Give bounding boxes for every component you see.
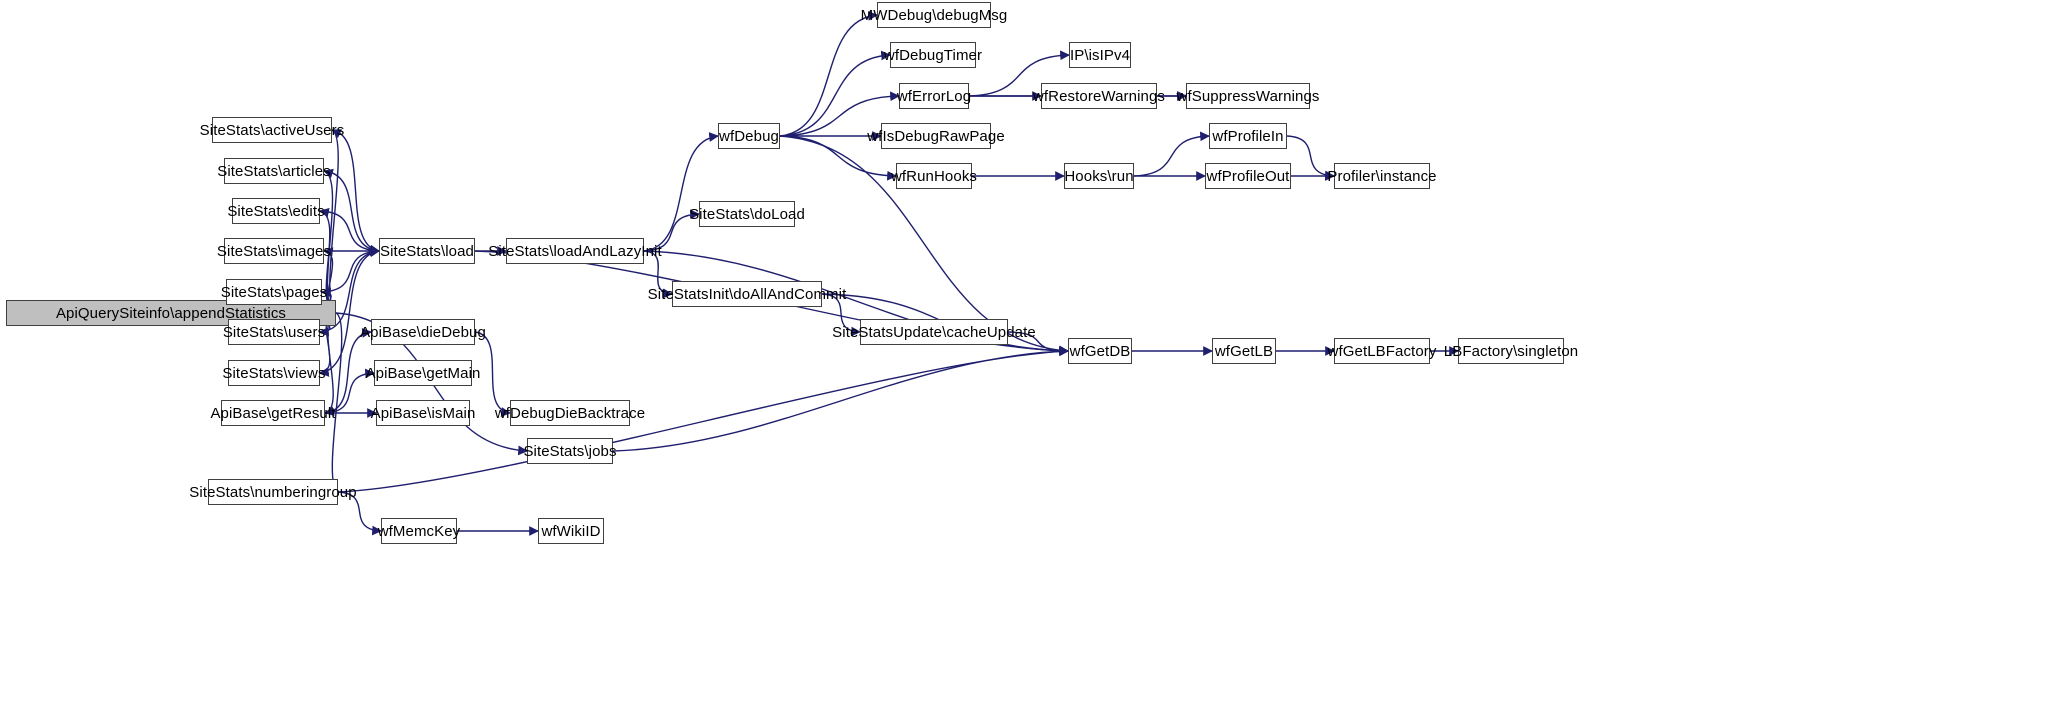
graph-node-wfGetLB[interactable]: wfGetLB [1212, 338, 1276, 364]
graph-node-wfProfileOut[interactable]: wfProfileOut [1205, 163, 1291, 189]
graph-node-doLoad[interactable]: SiteStats\doLoad [689, 201, 805, 227]
graph-node-loadAndLazyInit[interactable]: SiteStats\loadAndLazyInit [488, 238, 662, 264]
graph-node-isMain[interactable]: ApiBase\isMain [371, 400, 475, 426]
graph-node-wfGetDB[interactable]: wfGetDB [1068, 338, 1132, 364]
graph-edge-hooksRun-to-wfProfileIn [1133, 131, 1210, 177]
graph-node-wfMemcKey[interactable]: wfMemcKey [378, 518, 460, 544]
graph-node-wfSuppressWarnings[interactable]: wfSuppressWarnings [1177, 83, 1319, 109]
graph-node-wfGetLBFactory[interactable]: wfGetLBFactory [1328, 338, 1436, 364]
graph-node-views[interactable]: SiteStats\views [222, 360, 326, 386]
graph-edge-appendStatistics-to-getResult [324, 312, 337, 416]
graph-node-dieDebug[interactable]: ApiBase\dieDebug [360, 319, 486, 345]
graph-node-load[interactable]: SiteStats\load [379, 238, 475, 264]
graph-node-wfRunHooks[interactable]: wfRunHooks [891, 163, 977, 189]
graph-node-edits[interactable]: SiteStats\edits [227, 198, 325, 224]
graph-edge-wfDebug-to-debugMsg [779, 11, 878, 137]
graph-node-numberingroup[interactable]: SiteStats\numberingroup [189, 479, 357, 505]
graph-edge-wfDebug-to-wfDebugTimer [779, 50, 891, 137]
graph-node-wfWikiID[interactable]: wfWikiID [538, 518, 604, 544]
graph-edge-appendStatistics-to-activeUsers [329, 129, 343, 314]
graph-edge-activeUsers-to-load [331, 129, 380, 255]
graph-edge-loadAndLazyInit-to-wfDebug [643, 132, 719, 252]
graph-node-getResult[interactable]: ApiBase\getResult [210, 400, 335, 426]
graph-edge-appendStatistics-to-numberingroup [327, 312, 343, 493]
graph-node-debugMsg[interactable]: MWDebug\debugMsg [861, 2, 1007, 28]
graph-node-articles[interactable]: SiteStats\articles [217, 158, 331, 184]
graph-node-wfIsDebugRawPage[interactable]: wfIsDebugRawPage [867, 123, 1005, 149]
graph-node-getMain[interactable]: ApiBase\getMain [366, 360, 480, 386]
graph-node-users[interactable]: SiteStats\users [223, 319, 325, 345]
graph-edge-jobs-to-wfGetDB [612, 346, 1069, 452]
graph-edge-getResult-to-dieDebug [324, 328, 372, 414]
graph-node-hooksRun[interactable]: Hooks\run [1064, 163, 1134, 189]
graph-node-lbFactorySingleton[interactable]: LBFactory\singleton [1444, 338, 1578, 364]
graph-node-wfDebugDieBacktrace[interactable]: wfDebugDieBacktrace [495, 400, 645, 426]
graph-edge-articles-to-load [323, 170, 380, 256]
graph-node-wfErrorLog[interactable]: wfErrorLog [897, 83, 971, 109]
graph-node-profilerInstance[interactable]: Profiler\instance [1327, 163, 1437, 189]
graph-node-isIPv4[interactable]: IP\isIPv4 [1069, 42, 1131, 68]
graph-node-jobs[interactable]: SiteStats\jobs [523, 438, 616, 464]
graph-node-wfRestoreWarnings[interactable]: wfRestoreWarnings [1033, 83, 1165, 109]
graph-node-images[interactable]: SiteStats\images [217, 238, 331, 264]
graph-node-activeUsers[interactable]: SiteStats\activeUsers [200, 117, 344, 143]
graph-node-wfDebug[interactable]: wfDebug [718, 123, 780, 149]
graph-node-cacheUpdate[interactable]: SiteStatsUpdate\cacheUpdate [832, 319, 1036, 345]
graph-node-doAllAndCommit[interactable]: SiteStatsInit\doAllAndCommit [648, 281, 846, 307]
graph-node-pages[interactable]: SiteStats\pages [221, 279, 327, 305]
graph-node-wfDebugTimer[interactable]: wfDebugTimer [884, 42, 982, 68]
graph-node-wfProfileIn[interactable]: wfProfileIn [1209, 123, 1287, 149]
